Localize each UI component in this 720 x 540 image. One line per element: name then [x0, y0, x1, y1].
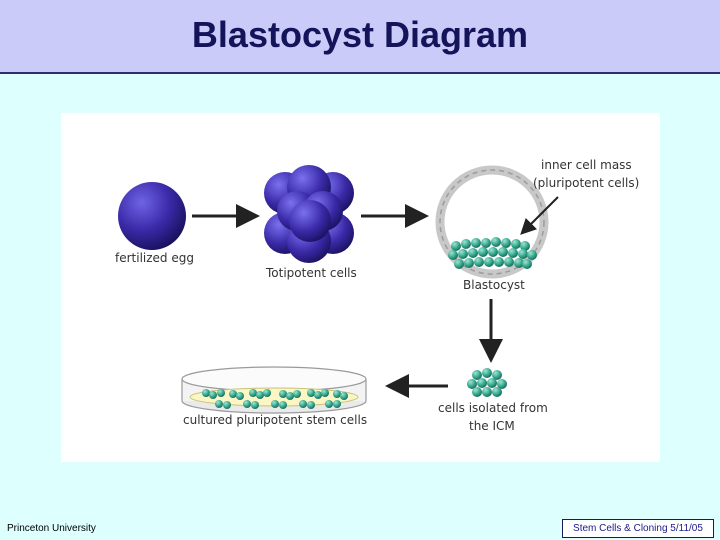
label-pluripotent-cells: (pluripotent cells) [533, 176, 639, 190]
label-totipotent-cells: Totipotent cells [265, 266, 357, 280]
petri-dish-image [181, 366, 367, 414]
fertilized-egg-image [118, 182, 186, 250]
totipotent-cells-image [264, 165, 354, 263]
blastocyst-diagram: fertilized egg Totipotent cells [115, 158, 639, 433]
label-the-icm: the ICM [469, 419, 515, 433]
footer-institution: Princeton University [7, 523, 96, 534]
isolated-icm-cells-image [467, 368, 507, 397]
label-cultured-stem-cells: cultured pluripotent stem cells [183, 413, 367, 427]
blastocyst-image [435, 165, 549, 279]
label-blastocyst: Blastocyst [463, 278, 525, 292]
label-cells-isolated: cells isolated from [438, 401, 548, 415]
label-fertilized-egg: fertilized egg [115, 251, 194, 265]
label-inner-cell-mass: inner cell mass [541, 158, 632, 172]
slide-title: Blastocyst Diagram [191, 14, 529, 55]
pointer-arrow-inner-cell-mass [520, 196, 559, 235]
footer-course-date: Stem Cells & Cloning 5/11/05 [562, 519, 714, 538]
diagram-panel: fertilized egg Totipotent cells [61, 113, 660, 462]
slide-header: Blastocyst Diagram [0, 0, 720, 74]
